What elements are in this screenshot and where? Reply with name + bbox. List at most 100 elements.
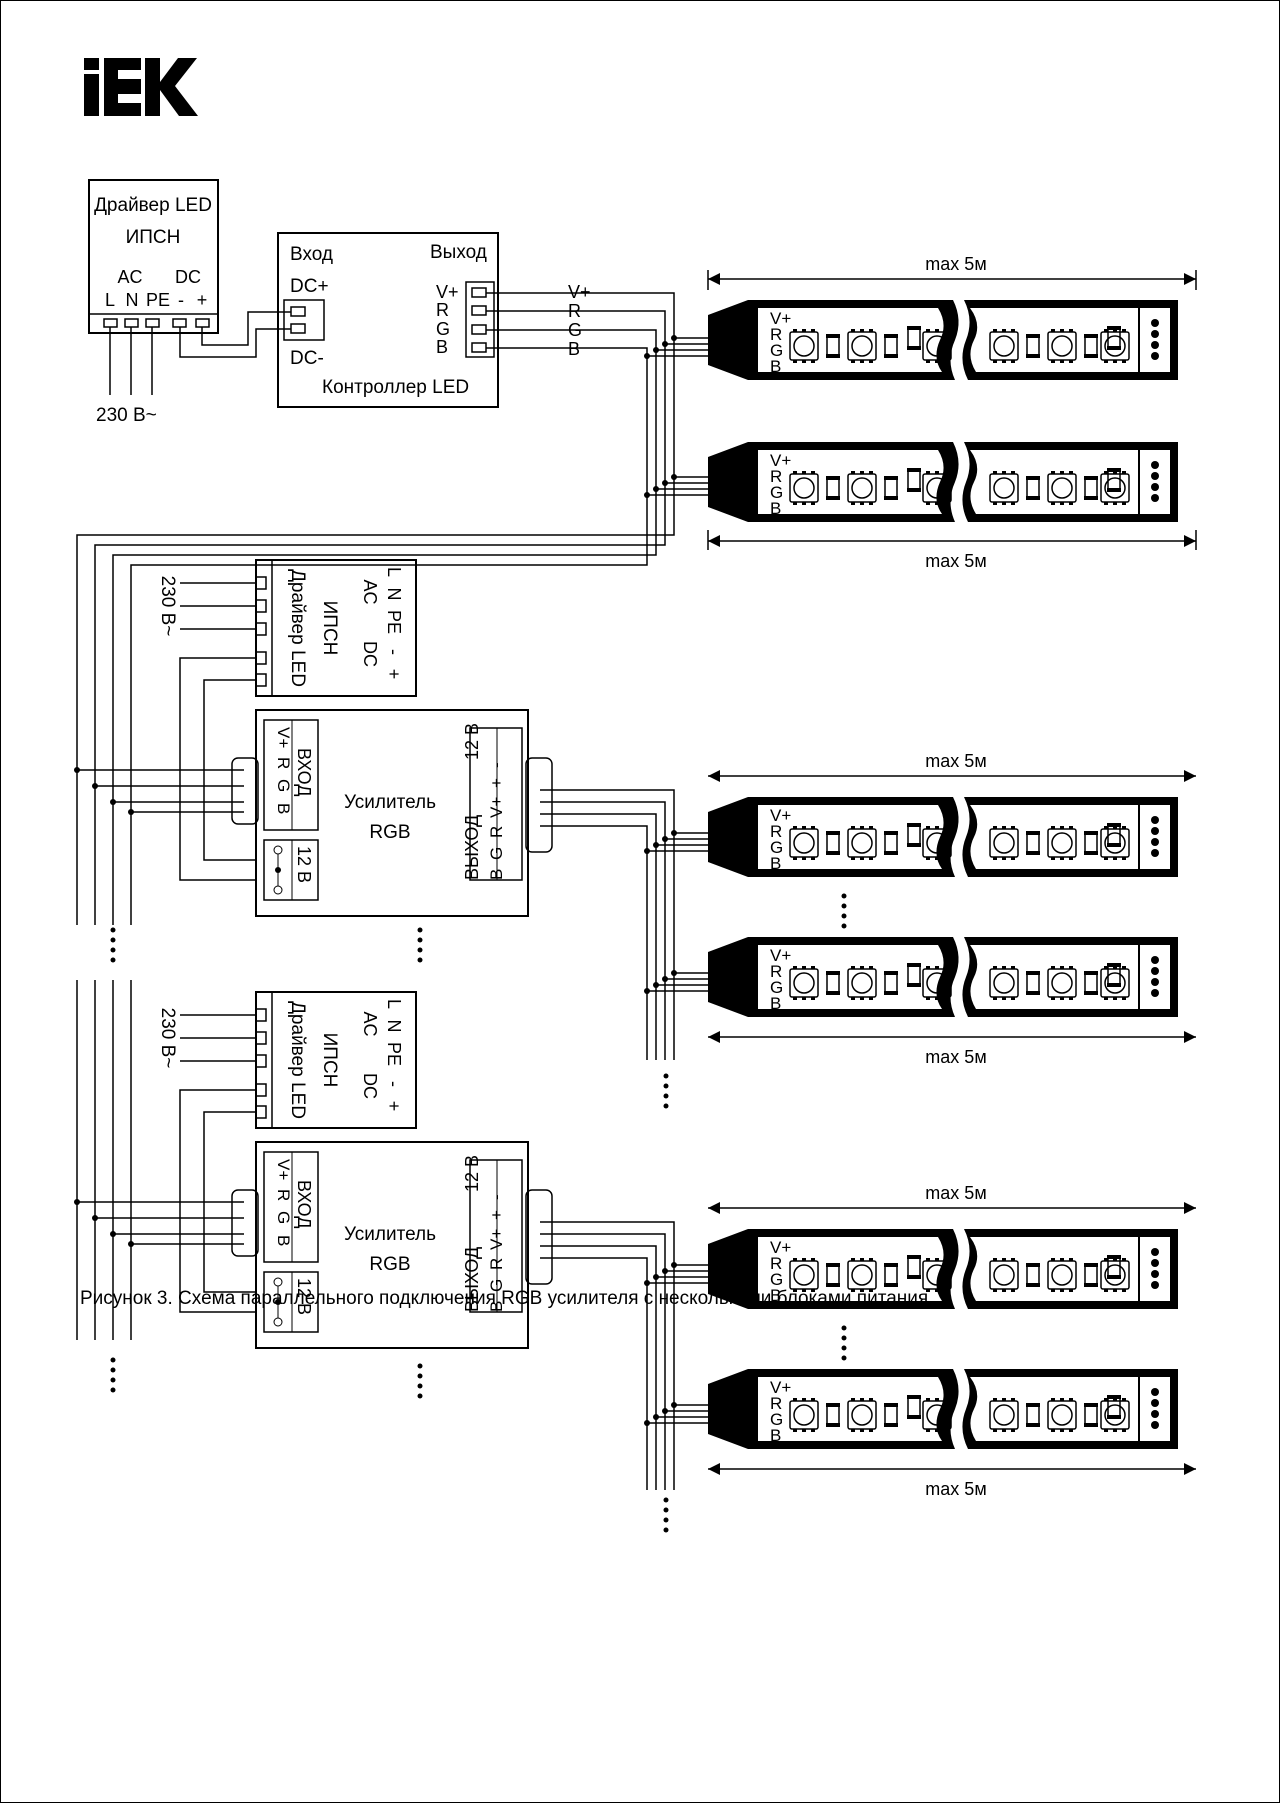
- controller-ch-b: B: [436, 337, 448, 357]
- driver-ac-label: AC: [117, 267, 142, 287]
- mains-label-top: 230 В~: [96, 405, 157, 426]
- svg-text:+: +: [487, 1210, 506, 1220]
- svg-text:B: B: [487, 1301, 506, 1312]
- svg-text:+: +: [487, 778, 506, 788]
- controller-bus: [76, 292, 708, 925]
- svg-text:B: B: [770, 994, 781, 1013]
- svg-text:V+: V+: [770, 1378, 791, 1397]
- svg-text:V+: V+: [770, 806, 791, 825]
- svg-text:PE: PE: [384, 1042, 404, 1066]
- svg-text:12 В: 12 В: [294, 846, 314, 883]
- svg-text:B: B: [770, 854, 781, 873]
- svg-text:Драйвер LED: Драйвер LED: [287, 569, 308, 687]
- driver-pin-plus: +: [197, 290, 208, 310]
- svg-text:-: -: [384, 1081, 404, 1087]
- svg-text:max 5м: max 5м: [925, 254, 986, 274]
- svg-text:-: -: [487, 762, 506, 768]
- controller-output-label: Выход: [430, 242, 487, 263]
- driver-pin-pe: PE: [146, 290, 170, 310]
- amplifier-2: V+ R G B ВХОД 12 В Усилитель RGB ВЫХОД B…: [231, 1141, 553, 1349]
- continuation-dots: [110, 893, 847, 1533]
- svg-text:R: R: [770, 1254, 782, 1273]
- controller-dc-plus: DC+: [290, 276, 329, 297]
- driver-title-2: ИПСН: [126, 227, 181, 248]
- svg-text:ИПСН: ИПСН: [319, 601, 340, 656]
- svg-text:DC: DC: [360, 641, 380, 667]
- svg-text:12 В: 12 В: [294, 1278, 314, 1315]
- svg-text:ВХОД: ВХОД: [294, 748, 314, 796]
- svg-text:V+: V+: [568, 282, 591, 302]
- svg-text:B: B: [274, 803, 293, 814]
- svg-text:AC: AC: [360, 1011, 380, 1036]
- svg-text:R: R: [770, 325, 782, 344]
- svg-text:230 В~: 230 В~: [157, 576, 178, 637]
- svg-text:Драйвер LED: Драйвер LED: [287, 1001, 308, 1119]
- driver-rotated-1: Драйвер LED ИПСН AC DC L N PE - + 230 В~: [157, 559, 417, 697]
- svg-text:230 В~: 230 В~: [157, 1008, 178, 1069]
- main-bus-junctions: [74, 767, 677, 1426]
- controller-dc-minus: DC-: [290, 348, 324, 369]
- svg-text:G: G: [770, 978, 783, 997]
- svg-text:ВЫХОД: ВЫХОД: [462, 1247, 482, 1312]
- svg-text:G: G: [770, 838, 783, 857]
- svg-text:G: G: [770, 483, 783, 502]
- svg-text:B: B: [770, 1426, 781, 1445]
- svg-text:G: G: [274, 1211, 293, 1224]
- svg-text:V+: V+: [487, 797, 506, 818]
- svg-text:B: B: [770, 499, 781, 518]
- svg-text:V+: V+: [770, 309, 791, 328]
- led-strip-5: V+ R G B: [708, 1229, 1178, 1309]
- driver-top: Драйвер LED ИПСН AC DC L N PE - + 230 В~: [88, 179, 219, 426]
- svg-text:max 5м: max 5м: [925, 751, 986, 771]
- svg-text:R: R: [770, 962, 782, 981]
- svg-text:B: B: [274, 1235, 293, 1246]
- svg-text:max 5м: max 5м: [925, 551, 986, 571]
- svg-text:12 В: 12 В: [462, 1155, 482, 1192]
- main-bus: [76, 657, 708, 1490]
- figure-caption: Рисунок 3. Схема параллельного подключен…: [80, 1288, 934, 1309]
- svg-text:RGB: RGB: [369, 1254, 410, 1275]
- svg-text:AC: AC: [360, 579, 380, 604]
- driver-pin-n: N: [126, 290, 139, 310]
- svg-text:V+: V+: [770, 1238, 791, 1257]
- svg-text:Усилитель: Усилитель: [344, 792, 436, 813]
- svg-text:R: R: [274, 1189, 293, 1201]
- svg-text:B: B: [568, 339, 580, 359]
- svg-text:ВХОД: ВХОД: [294, 1180, 314, 1228]
- svg-text:G: G: [770, 1410, 783, 1429]
- svg-text:PE: PE: [384, 610, 404, 634]
- svg-text:B: B: [770, 1286, 781, 1305]
- svg-text:N: N: [384, 1020, 404, 1033]
- svg-text:-: -: [487, 1194, 506, 1200]
- led-strip-2: V+ R G B: [708, 442, 1178, 522]
- svg-text:12 В: 12 В: [462, 723, 482, 760]
- iek-logo: [84, 58, 198, 116]
- driver-dc-label: DC: [175, 267, 201, 287]
- svg-text:RGB: RGB: [369, 822, 410, 843]
- svg-text:V+: V+: [487, 1229, 506, 1250]
- svg-text:B: B: [487, 869, 506, 880]
- svg-text:G: G: [770, 341, 783, 360]
- svg-text:ИПСН: ИПСН: [319, 1033, 340, 1088]
- svg-text:max 5м: max 5м: [925, 1183, 986, 1203]
- svg-text:+: +: [384, 669, 404, 680]
- svg-text:ВЫХОД: ВЫХОД: [462, 815, 482, 880]
- svg-text:V+: V+: [274, 727, 293, 748]
- bus-junctions: [644, 335, 677, 498]
- svg-text:max 5м: max 5м: [925, 1479, 986, 1499]
- svg-text:G: G: [770, 1270, 783, 1289]
- svg-text:V+: V+: [274, 1159, 293, 1180]
- svg-text:R: R: [487, 826, 506, 838]
- controller-led: Вход Выход DC+ DC- Контроллер LED V+ R G…: [179, 232, 591, 408]
- svg-text:G: G: [274, 779, 293, 792]
- dimension-labels: max 5м max 5м max 5м max 5м max 5м max 5…: [925, 254, 986, 1499]
- driver-title: Драйвер LED: [94, 195, 212, 216]
- driver-rotated-2: Драйвер LED ИПСН AC DC L N PE - + 230 В~: [157, 991, 417, 1129]
- svg-text:+: +: [384, 1101, 404, 1112]
- controller-input-label: Вход: [290, 244, 333, 265]
- led-strip-3: V+ R G B: [708, 797, 1178, 877]
- driver-pin-l: L: [105, 290, 115, 310]
- svg-text:-: -: [384, 649, 404, 655]
- svg-text:DC: DC: [360, 1073, 380, 1099]
